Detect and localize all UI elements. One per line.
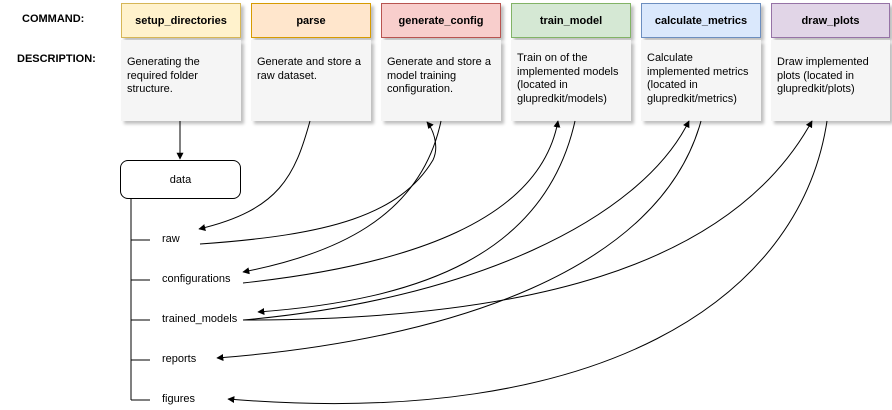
command-parse: parse [251, 3, 371, 38]
data-folder-box: data [120, 160, 241, 199]
arrow-parse-to-raw [198, 120, 311, 231]
arrow-raw-to-generate-config [199, 121, 437, 245]
folder-configurations: configurations [162, 273, 231, 285]
arrow-calculate-metrics-to-reports [216, 120, 702, 362]
description-calculate-metrics: Calculate implemented metrics (located i… [641, 40, 761, 121]
folder-raw: raw [162, 233, 180, 245]
command-row-label: COMMAND: [22, 13, 85, 25]
arrow-trained-models-to-calculate-metrics [242, 120, 690, 321]
description-setup-directories: Generating the required folder structure… [121, 40, 241, 121]
arrow-draw-plots-to-figures [227, 120, 828, 405]
arrow-configurations-to-train-model [242, 120, 561, 284]
command-draw-plots: draw_plots [771, 3, 890, 38]
command-train-model: train_model [511, 3, 631, 38]
description-generate-config: Generate and store a model training conf… [381, 40, 501, 121]
description-parse: Generate and store a raw dataset. [251, 40, 371, 121]
arrow-generate-config-to-configurations [242, 120, 442, 275]
folder-figures: figures [162, 393, 196, 405]
description-draw-plots: Draw implemented plots (located in glupr… [771, 40, 890, 121]
description-train-model: Train on of the implemented models (loca… [511, 40, 631, 121]
folder-tree-lines [130, 199, 150, 401]
arrow-train-model-to-trained-models [257, 120, 576, 316]
command-calculate-metrics: calculate_metrics [641, 3, 761, 38]
command-generate-config: generate_config [381, 3, 501, 38]
folder-reports: reports [162, 353, 197, 365]
folder-trained-models: trained_models [162, 313, 238, 325]
description-row-label: DESCRIPTION: [17, 53, 96, 65]
arrow-trained-models-to-draw-plots [242, 120, 813, 321]
command-setup-directories: setup_directories [121, 3, 241, 38]
